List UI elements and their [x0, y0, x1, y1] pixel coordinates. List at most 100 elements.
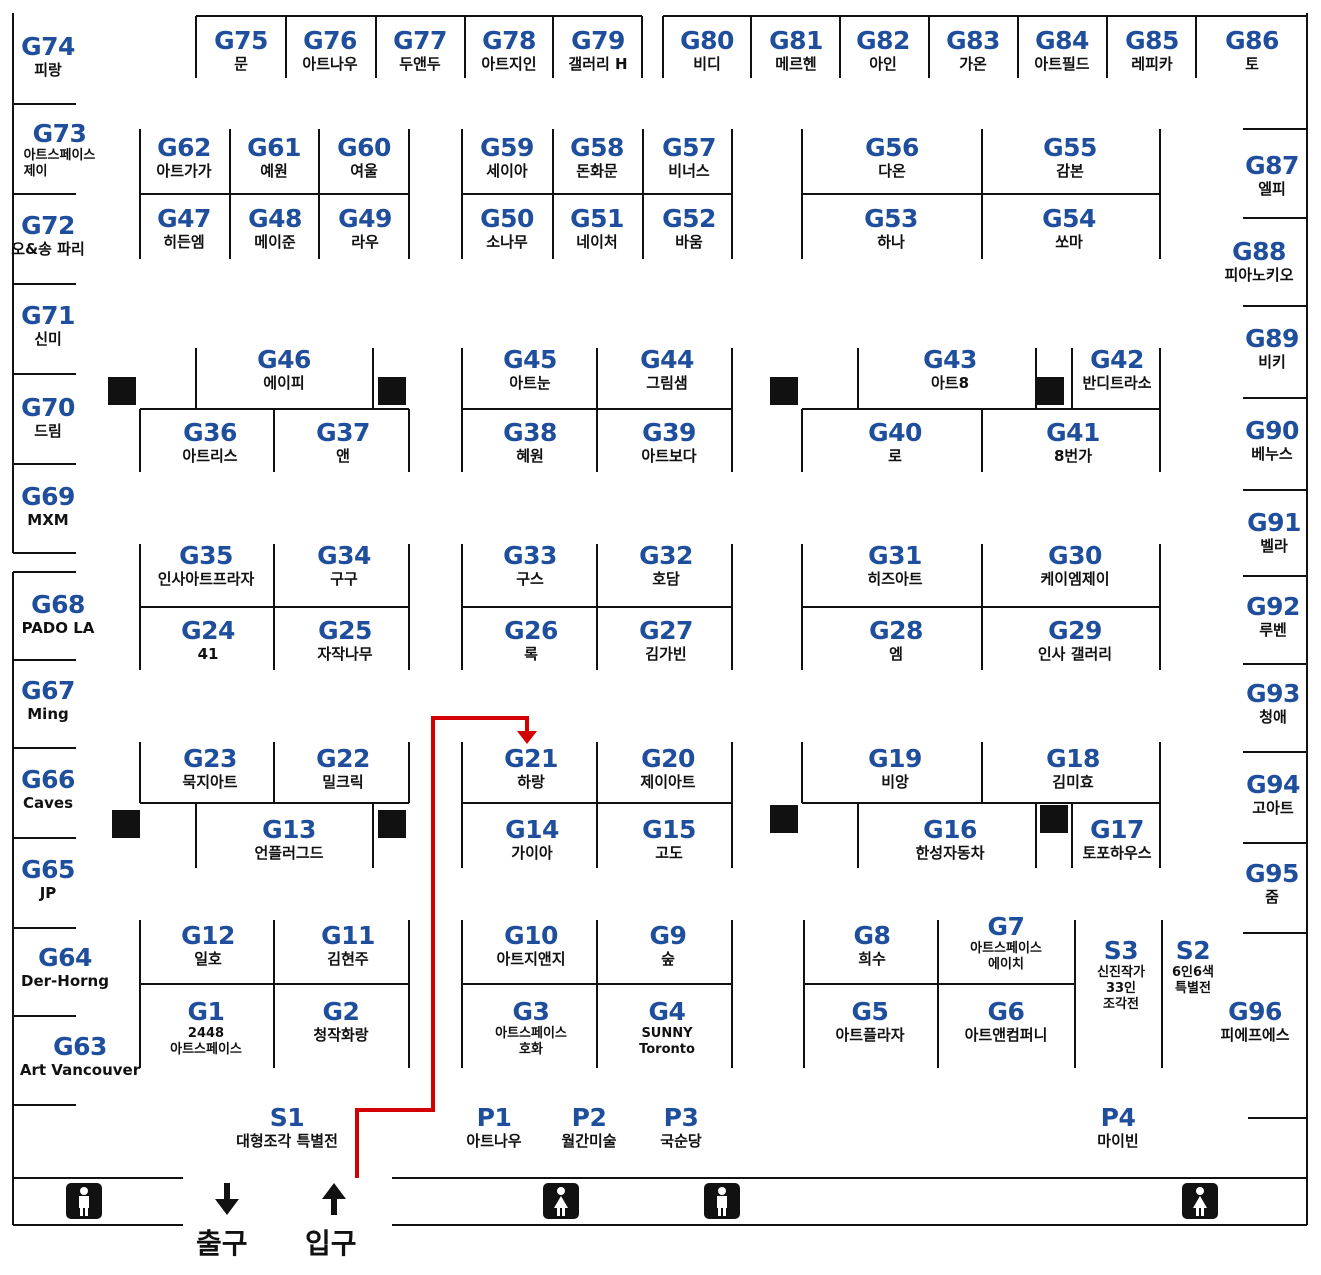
booth-name: 호담	[652, 570, 680, 588]
booth-code: G74	[21, 32, 75, 61]
booth-name: 청애	[1259, 708, 1287, 726]
booth-code: G28	[869, 616, 923, 645]
booth-name: 가온	[959, 55, 987, 73]
booth-code: G42	[1090, 345, 1144, 374]
booth-code: G78	[482, 26, 536, 55]
route-line	[355, 716, 529, 1178]
booth-name: Art Vancouver	[19, 1061, 141, 1079]
booth-code: G7	[987, 912, 1025, 941]
booth-code: G58	[570, 133, 624, 162]
booth-code: S3	[1103, 936, 1139, 965]
booth-name: 로	[888, 447, 902, 465]
booth-name: 국순당	[660, 1132, 702, 1150]
booth-code: S1	[269, 1103, 305, 1132]
booth-code: G8	[853, 921, 891, 950]
booth-name: 아트8	[930, 374, 970, 392]
booth-name: 김가빈	[645, 645, 687, 663]
booth-name: 가이아	[511, 844, 553, 862]
booth-name: 아트스페이스 에이치	[970, 941, 1042, 972]
booth-code: G84	[1035, 26, 1089, 55]
booth-name: 41	[197, 645, 219, 663]
booth-code: G83	[946, 26, 1000, 55]
exit-label: 출구	[196, 1227, 248, 1260]
booth-name: Caves	[22, 794, 73, 812]
booth-name: 자작나무	[317, 645, 373, 663]
booth-code: G79	[571, 26, 625, 55]
booth-code: G61	[247, 133, 301, 162]
booth-code: G93	[1246, 679, 1300, 708]
booth-code: G55	[1043, 133, 1097, 162]
booth-code: G54	[1042, 204, 1096, 233]
booth-name: 베누스	[1251, 445, 1293, 463]
arrow-down-icon	[215, 1183, 239, 1215]
booth-code: G40	[868, 418, 922, 447]
pillar	[1036, 377, 1064, 405]
booth-name: 아트지인	[481, 55, 537, 73]
booth-code: G95	[1245, 859, 1299, 888]
booth-name: 아인	[869, 55, 897, 73]
booth-code: G10	[504, 921, 558, 950]
booth-name: 네이처	[576, 233, 618, 251]
booth-code: G21	[504, 744, 558, 773]
booth-name: 2448 아트스페이스	[170, 1026, 242, 1057]
booth-name: 대형조각 특별전	[236, 1132, 338, 1150]
booth-name: 월간미술	[561, 1132, 617, 1150]
pillar	[378, 810, 406, 838]
booth-code: G56	[865, 133, 919, 162]
booth-code: G1	[187, 997, 225, 1026]
booth-name: 일호	[194, 950, 222, 968]
booth-name: JP	[39, 884, 57, 902]
booth-code: G11	[321, 921, 375, 950]
booth-code: G69	[21, 482, 75, 511]
restroom-man-icon	[704, 1183, 740, 1219]
booth-name: 비앙	[881, 773, 909, 791]
restroom-woman-icon	[543, 1183, 579, 1219]
booth-name: 아트나우	[302, 55, 358, 73]
booth-code: G23	[183, 744, 237, 773]
booth-name: 하랑	[517, 773, 545, 791]
booth-code: G26	[504, 616, 558, 645]
route-arrowhead	[517, 731, 537, 744]
booth-name: 8번가	[1053, 447, 1093, 465]
